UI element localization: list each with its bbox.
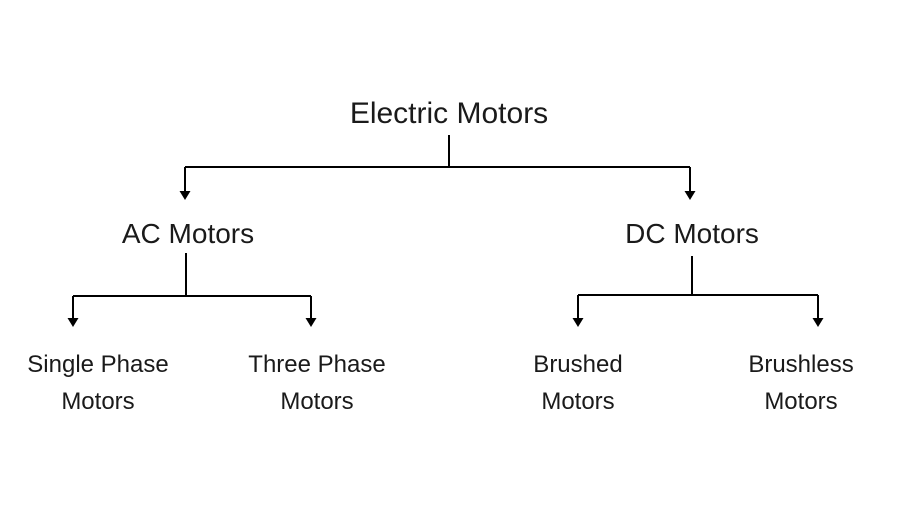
node-brushless-motors: Brushless Motors: [748, 351, 854, 415]
node-ac-motors: AC Motors: [121, 218, 255, 249]
arrow-down-icon: [572, 318, 584, 327]
node-dc-motors: DC Motors: [625, 218, 759, 249]
connector-path: [72, 253, 312, 318]
arrow-down-icon: [67, 318, 79, 327]
node-three-phase-motors: Three Phase Motors: [248, 351, 386, 415]
node-brushed-motors: Brushed Motors: [533, 351, 623, 415]
arrow-down-icon: [812, 318, 824, 327]
node-single-phase-motors: Single Phase Motors: [27, 351, 169, 415]
connector-path: [577, 256, 819, 318]
connector-path: [184, 135, 691, 192]
node-electric-motors: Electric Motors: [349, 97, 549, 130]
arrow-down-icon: [179, 191, 191, 200]
connector-ac-to-children: [67, 253, 317, 327]
connector-dc-to-children: [572, 256, 824, 327]
connector-root-to-branches: [179, 135, 696, 200]
arrow-down-icon: [684, 191, 696, 200]
arrow-down-icon: [305, 318, 317, 327]
